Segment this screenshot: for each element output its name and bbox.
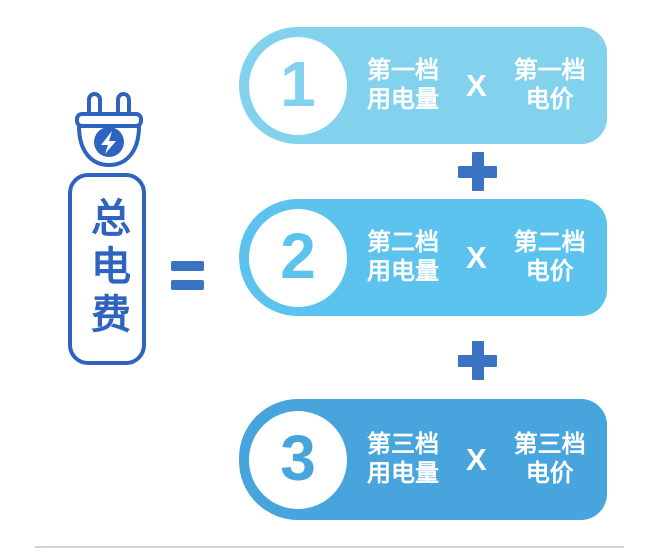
tier-1-number-badge: 1 bbox=[249, 36, 347, 135]
tier-3-price-label: 第三档 电价 bbox=[514, 431, 586, 489]
equals-operator bbox=[171, 261, 204, 290]
tier-3-price-line2: 电价 bbox=[525, 459, 574, 487]
tier-1-number: 1 bbox=[280, 47, 316, 120]
tier-row-1: 1 第一档 用电量 X 第一档 电价 bbox=[239, 27, 607, 144]
tier-1-formula: 第一档 用电量 X 第一档 电价 bbox=[367, 57, 586, 115]
tier-2-usage-line2: 用电量 bbox=[367, 257, 439, 285]
power-plug-lightning-icon bbox=[75, 92, 143, 167]
bottom-divider bbox=[35, 546, 624, 548]
plus-operator-1 bbox=[458, 152, 497, 191]
tier-2-price-line2: 电价 bbox=[525, 257, 574, 285]
tier-3-multiply-operator: X bbox=[466, 442, 487, 477]
tier-1-price-label: 第一档 电价 bbox=[514, 57, 586, 115]
tier-2-number: 2 bbox=[280, 219, 316, 292]
tier-1-price-line1: 第一档 bbox=[513, 56, 586, 84]
tier-3-number: 3 bbox=[280, 421, 316, 494]
tier-2-usage-line1: 第二档 bbox=[367, 228, 439, 256]
tier-row-2: 2 第二档 用电量 X 第二档 电价 bbox=[239, 199, 607, 316]
tier-3-number-badge: 3 bbox=[249, 410, 347, 509]
tier-2-price-line1: 第二档 bbox=[513, 228, 586, 256]
tier-3-price-line1: 第三档 bbox=[513, 430, 586, 458]
plus-operator-2 bbox=[458, 341, 497, 380]
lightning-bolt-icon bbox=[101, 131, 116, 154]
tier-2-usage-label: 第二档 用电量 bbox=[367, 229, 439, 287]
tier-2-formula: 第二档 用电量 X 第二档 电价 bbox=[367, 229, 586, 287]
tier-3-formula: 第三档 用电量 X 第三档 电价 bbox=[367, 431, 586, 489]
tier-2-multiply-operator: X bbox=[466, 240, 487, 275]
tier-1-usage-line2: 用电量 bbox=[367, 85, 439, 113]
tier-3-usage-line2: 用电量 bbox=[367, 459, 439, 487]
equals-bar-bottom bbox=[171, 280, 204, 290]
tier-1-multiply-operator: X bbox=[466, 68, 487, 103]
tier-1-usage-line1: 第一档 bbox=[367, 56, 439, 84]
total-fee-box: 总电费 bbox=[68, 173, 146, 365]
tier-1-price-line2: 电价 bbox=[525, 85, 574, 113]
tier-3-usage-label: 第三档 用电量 bbox=[367, 431, 439, 489]
tier-1-usage-label: 第一档 用电量 bbox=[367, 57, 439, 115]
tier-3-usage-line1: 第三档 bbox=[367, 430, 439, 458]
tier-row-3: 3 第三档 用电量 X 第三档 电价 bbox=[239, 399, 607, 520]
tier-2-number-badge: 2 bbox=[249, 208, 347, 307]
tier-2-price-label: 第二档 电价 bbox=[514, 229, 586, 287]
equals-bar-top bbox=[171, 261, 204, 271]
total-fee-label: 总电费 bbox=[85, 197, 129, 341]
